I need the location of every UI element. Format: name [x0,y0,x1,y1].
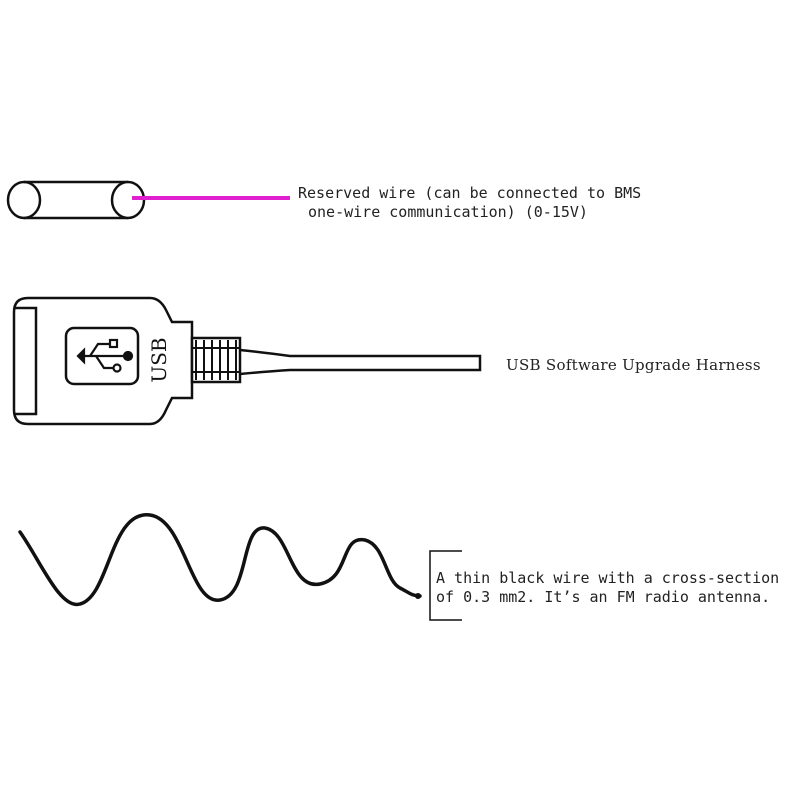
usb-harness-label: USB Software Upgrade Harness [506,356,761,374]
reserved-wire-label: Reserved wire (can be connected to BMS o… [298,184,641,222]
reserved-wire-label-line2: one-wire communication) (0-15V) [308,202,588,221]
reserved-wire-label-line1: Reserved wire (can be connected to BMS [298,184,642,202]
antenna-label-bracket [429,550,462,621]
usb-connector-text: USB [147,337,171,382]
usb-connector [12,296,482,426]
antenna-label-line2: of 0.3 mm2. It’s an FM radio antenna. [436,587,771,606]
antenna-wire [18,513,422,607]
antenna-label-line1: A thin black wire with a cross-section [436,569,780,587]
antenna-wire-end [415,593,421,599]
antenna-label: A thin black wire with a cross-section o… [436,569,779,607]
reserved-wire-cylinder [6,180,146,220]
